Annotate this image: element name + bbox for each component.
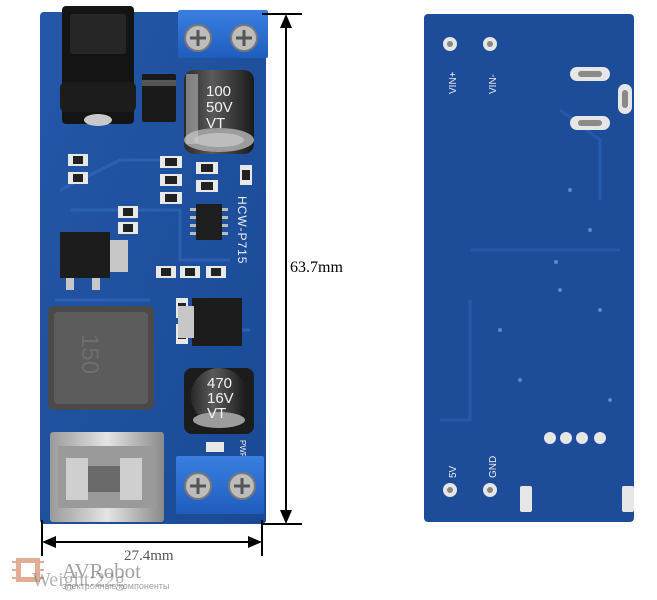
width-label: 27.4mm	[124, 548, 174, 564]
back-vias	[498, 188, 612, 402]
pwr-label: PWR	[238, 440, 247, 459]
input-terminal	[178, 10, 268, 58]
output-terminal	[176, 456, 264, 514]
watermark-tagline: электронные компоненты	[62, 581, 169, 591]
pin-vin-minus-label: VIN-	[488, 74, 499, 94]
board-model-label: HCW-P715	[235, 196, 249, 264]
front-board: 100 50V VT	[40, 6, 268, 524]
back-pads	[443, 37, 634, 512]
height-label: 63.7mm	[290, 259, 343, 276]
pin-gnd-label: GND	[488, 456, 499, 478]
control-ic	[190, 204, 228, 240]
mosfet-2	[178, 298, 242, 346]
dc-jack	[60, 6, 136, 126]
avrobot-logo-icon	[12, 558, 44, 582]
pin-vin-plus-label: VIN+	[448, 71, 459, 94]
cap-top-line3: VT	[206, 115, 225, 132]
capacitor-100uf: 100 50V VT	[184, 70, 254, 154]
mosfet-1	[60, 232, 128, 290]
svg-text:150: 150	[76, 334, 103, 374]
usb-port	[50, 432, 164, 522]
width-dimension	[41, 520, 263, 556]
back-board: VIN+ VIN- 5V GND	[424, 14, 634, 522]
cap-bottom-line1: 470	[207, 375, 232, 392]
smd-components	[68, 154, 252, 344]
height-dimension	[262, 13, 302, 525]
watermark-overlay-text: Weight:22g	[32, 569, 125, 591]
inductor: 150	[48, 306, 154, 410]
watermark: Weight:22g AVRobot электронные компонент…	[12, 558, 169, 591]
pin-5v-label: 5V	[448, 465, 459, 478]
cap-bottom-line3: VT	[207, 405, 226, 422]
cap-top-line2: 50V	[206, 99, 233, 116]
cap-top-line1: 100	[206, 83, 231, 100]
watermark-brand: AVRobot	[62, 559, 141, 583]
cap-bottom-line2: 16V	[207, 390, 234, 407]
pwr-led	[206, 442, 224, 452]
back-pcb	[424, 14, 634, 522]
capacitor-470uf: 470 16V VT	[184, 368, 254, 434]
